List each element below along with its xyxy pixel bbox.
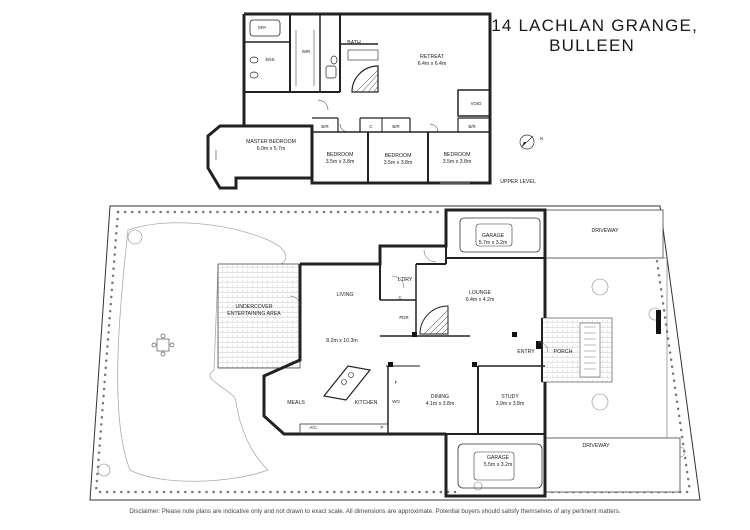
dining-name: DINING <box>431 394 449 400</box>
compass-north-label: N <box>540 136 543 141</box>
pantry-label: P <box>381 425 384 430</box>
ac-label: A/C <box>309 425 316 430</box>
bedroom-2-size: 3.5m x 3.8m <box>384 160 413 166</box>
bedroom-1-size: 3.5m x 3.8m <box>326 159 355 165</box>
ground-stairs <box>419 305 449 335</box>
kitchen-label: KITCHEN <box>355 400 378 406</box>
void-label: VOID <box>471 101 482 106</box>
address-line-2: BULLEEN <box>549 36 635 55</box>
c-label-upper: C <box>369 124 372 129</box>
garage-bottom-size: 5.5m x 3.2m <box>484 462 513 468</box>
spa-label: SPA <box>258 25 267 30</box>
kitchen-island <box>322 365 372 401</box>
driveway-bottom <box>544 437 681 493</box>
driveway-bottom-label: DRIVEWAY <box>582 443 610 449</box>
master-bay-wall <box>206 124 312 190</box>
compass-icon: N <box>519 134 543 150</box>
bedroom-3-name: BEDROOM <box>444 152 471 158</box>
study-name: STUDY <box>501 394 519 400</box>
driveway-top <box>544 209 664 259</box>
address-line-1: 14 LACHLAN GRANGE, <box>491 16 698 35</box>
master-bedroom-name: MASTER BEDROOM <box>246 139 296 145</box>
garden-table <box>151 333 175 357</box>
bir-label-1: B/R <box>321 124 328 129</box>
retreat-name: RETREAT <box>420 54 445 60</box>
garage-bottom-car <box>457 443 543 489</box>
porch-label: PORCH <box>554 349 573 355</box>
meals-label: MEALS <box>287 400 305 406</box>
c-label-ground: C <box>398 295 401 300</box>
kitchen-bench <box>299 423 389 435</box>
bedroom-2-name: BEDROOM <box>385 153 412 159</box>
bedroom-3-size: 3.5m x 3.8m <box>443 159 472 165</box>
upper-level-label: UPPER LEVEL <box>500 179 536 185</box>
pdr-label: PDR <box>399 315 408 320</box>
undercover-label-2: ENTERTAINING AREA <box>227 311 281 317</box>
lounge-size: 6.4m x 4.2m <box>466 297 495 303</box>
ground-level-walls <box>262 208 547 498</box>
ens-label: ENS <box>265 57 274 62</box>
retreat-size: 6.4m x 6.4m <box>418 61 447 67</box>
living-size: 8.2m x 10.3m <box>326 338 357 344</box>
dining-size: 4.1m x 3.8m <box>426 401 455 407</box>
porch-paving <box>541 317 613 383</box>
upper-level-plan <box>206 12 492 190</box>
garage-top-name: GARAGE <box>482 233 505 239</box>
disclaimer: Disclaimer: Please note plans are indica… <box>129 508 621 515</box>
upper-level-labels: SPA ENS WIR BATH RETREAT 6.4m x 6.4m VOI… <box>246 25 536 185</box>
undercover-area <box>217 263 301 369</box>
entry-label: ENTRY <box>517 349 535 355</box>
wir-label: WIR <box>302 49 311 54</box>
ground-level-labels: GARAGE 5.7m x 3.2m DRIVEWAY L'DRY LOUNGE… <box>227 228 619 468</box>
bedroom-1-name: BEDROOM <box>327 152 354 158</box>
wo-label: WO <box>392 399 400 404</box>
garage-bottom-name: GARAGE <box>487 455 510 461</box>
living-label: LIVING <box>336 292 353 298</box>
master-bedroom-size: 6.0m x 5.7m <box>257 146 286 152</box>
site-boundary <box>89 205 701 501</box>
bir-label-3: B/R <box>468 124 475 129</box>
bath-label: BATH <box>347 40 361 46</box>
pillars <box>388 310 661 367</box>
laundry-label: L'DRY <box>398 277 413 283</box>
f-label: F <box>395 380 398 385</box>
undercover-label-1: UNDERCOVER <box>236 304 273 310</box>
bir-label-2: B/R <box>392 124 399 129</box>
door-swings <box>289 249 549 353</box>
lounge-name: LOUNGE <box>469 290 491 296</box>
study-size: 3.9m x 3.8m <box>496 401 525 407</box>
driveway-top-label: DRIVEWAY <box>591 228 619 234</box>
garage-top-size: 5.7m x 3.2m <box>479 240 508 246</box>
garage-top-car <box>459 217 541 253</box>
